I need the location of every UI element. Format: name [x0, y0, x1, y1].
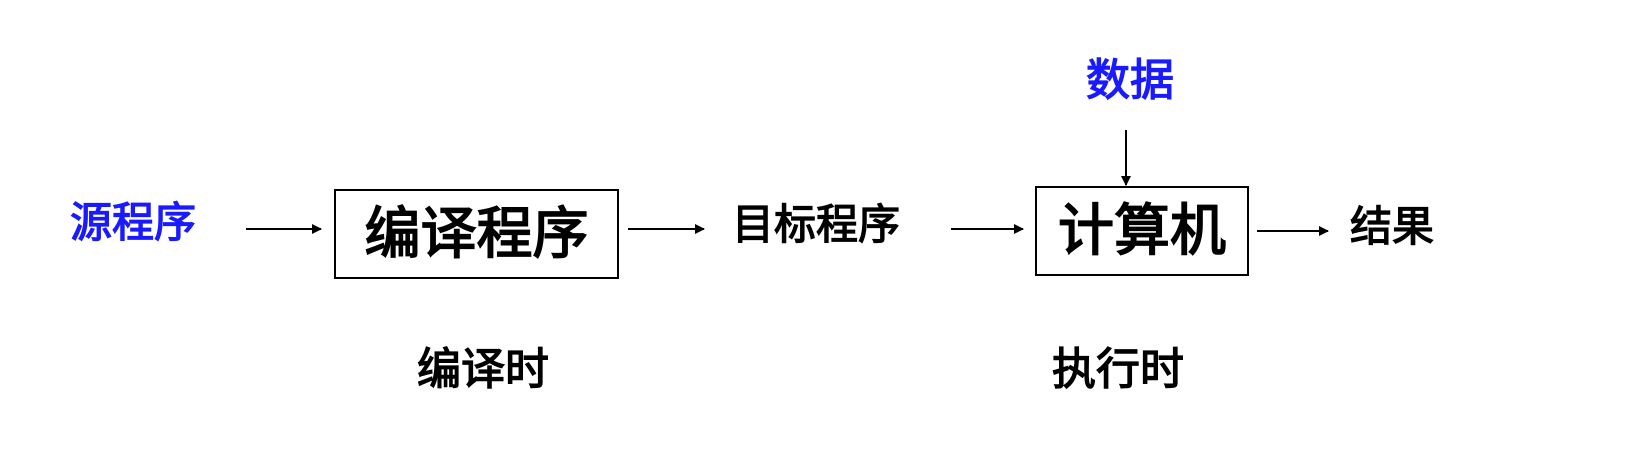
- data-label: 数据: [1086, 55, 1174, 106]
- compiler-box: 编译程序: [334, 189, 619, 279]
- compile-time-label: 编译时: [417, 344, 549, 395]
- compiler-label: 编译程序: [364, 201, 589, 267]
- target-program-label: 目标程序: [732, 200, 901, 249]
- computer-box: 计算机: [1035, 186, 1249, 276]
- result-label: 结果: [1350, 202, 1435, 251]
- computer-label: 计算机: [1058, 198, 1226, 264]
- source-program-label: 源程序: [70, 198, 197, 247]
- run-time-label: 执行时: [1052, 344, 1184, 395]
